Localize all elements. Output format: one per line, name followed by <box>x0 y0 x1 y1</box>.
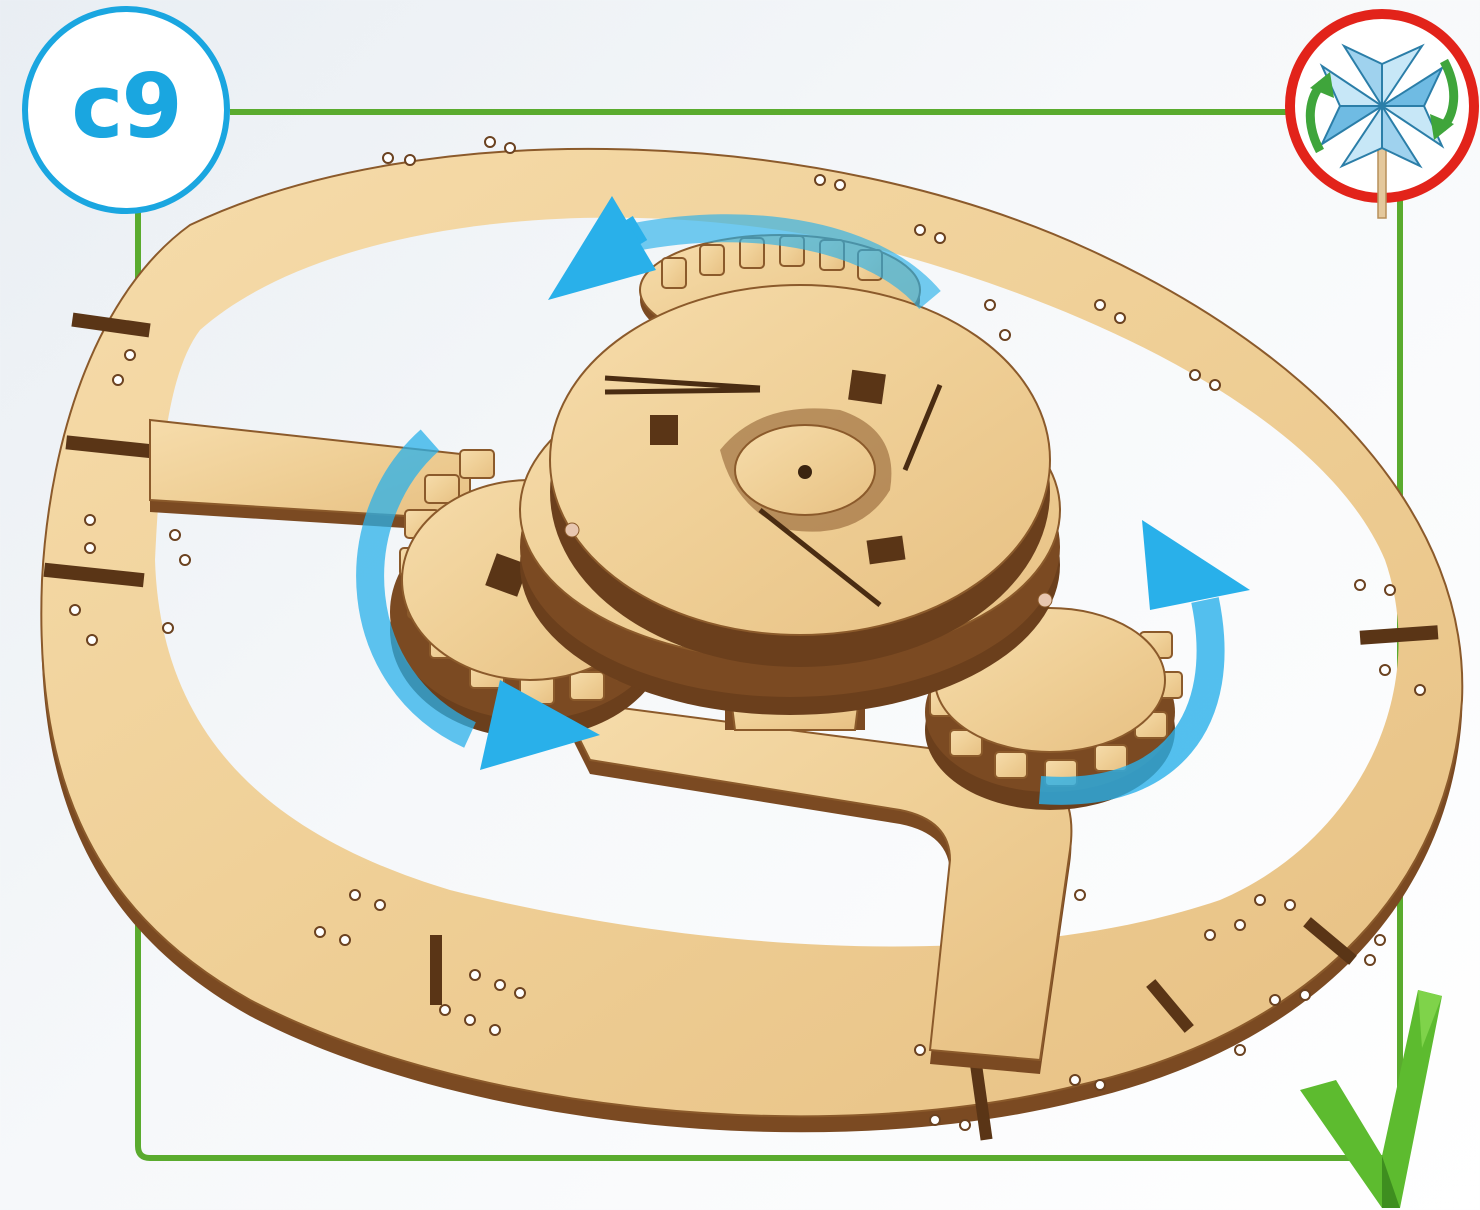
pinwheel-icon <box>1282 6 1480 226</box>
step-number-label: c9 <box>71 63 180 151</box>
step-number-badge: c9 <box>22 6 230 214</box>
checkmark-icon <box>1296 988 1446 1210</box>
